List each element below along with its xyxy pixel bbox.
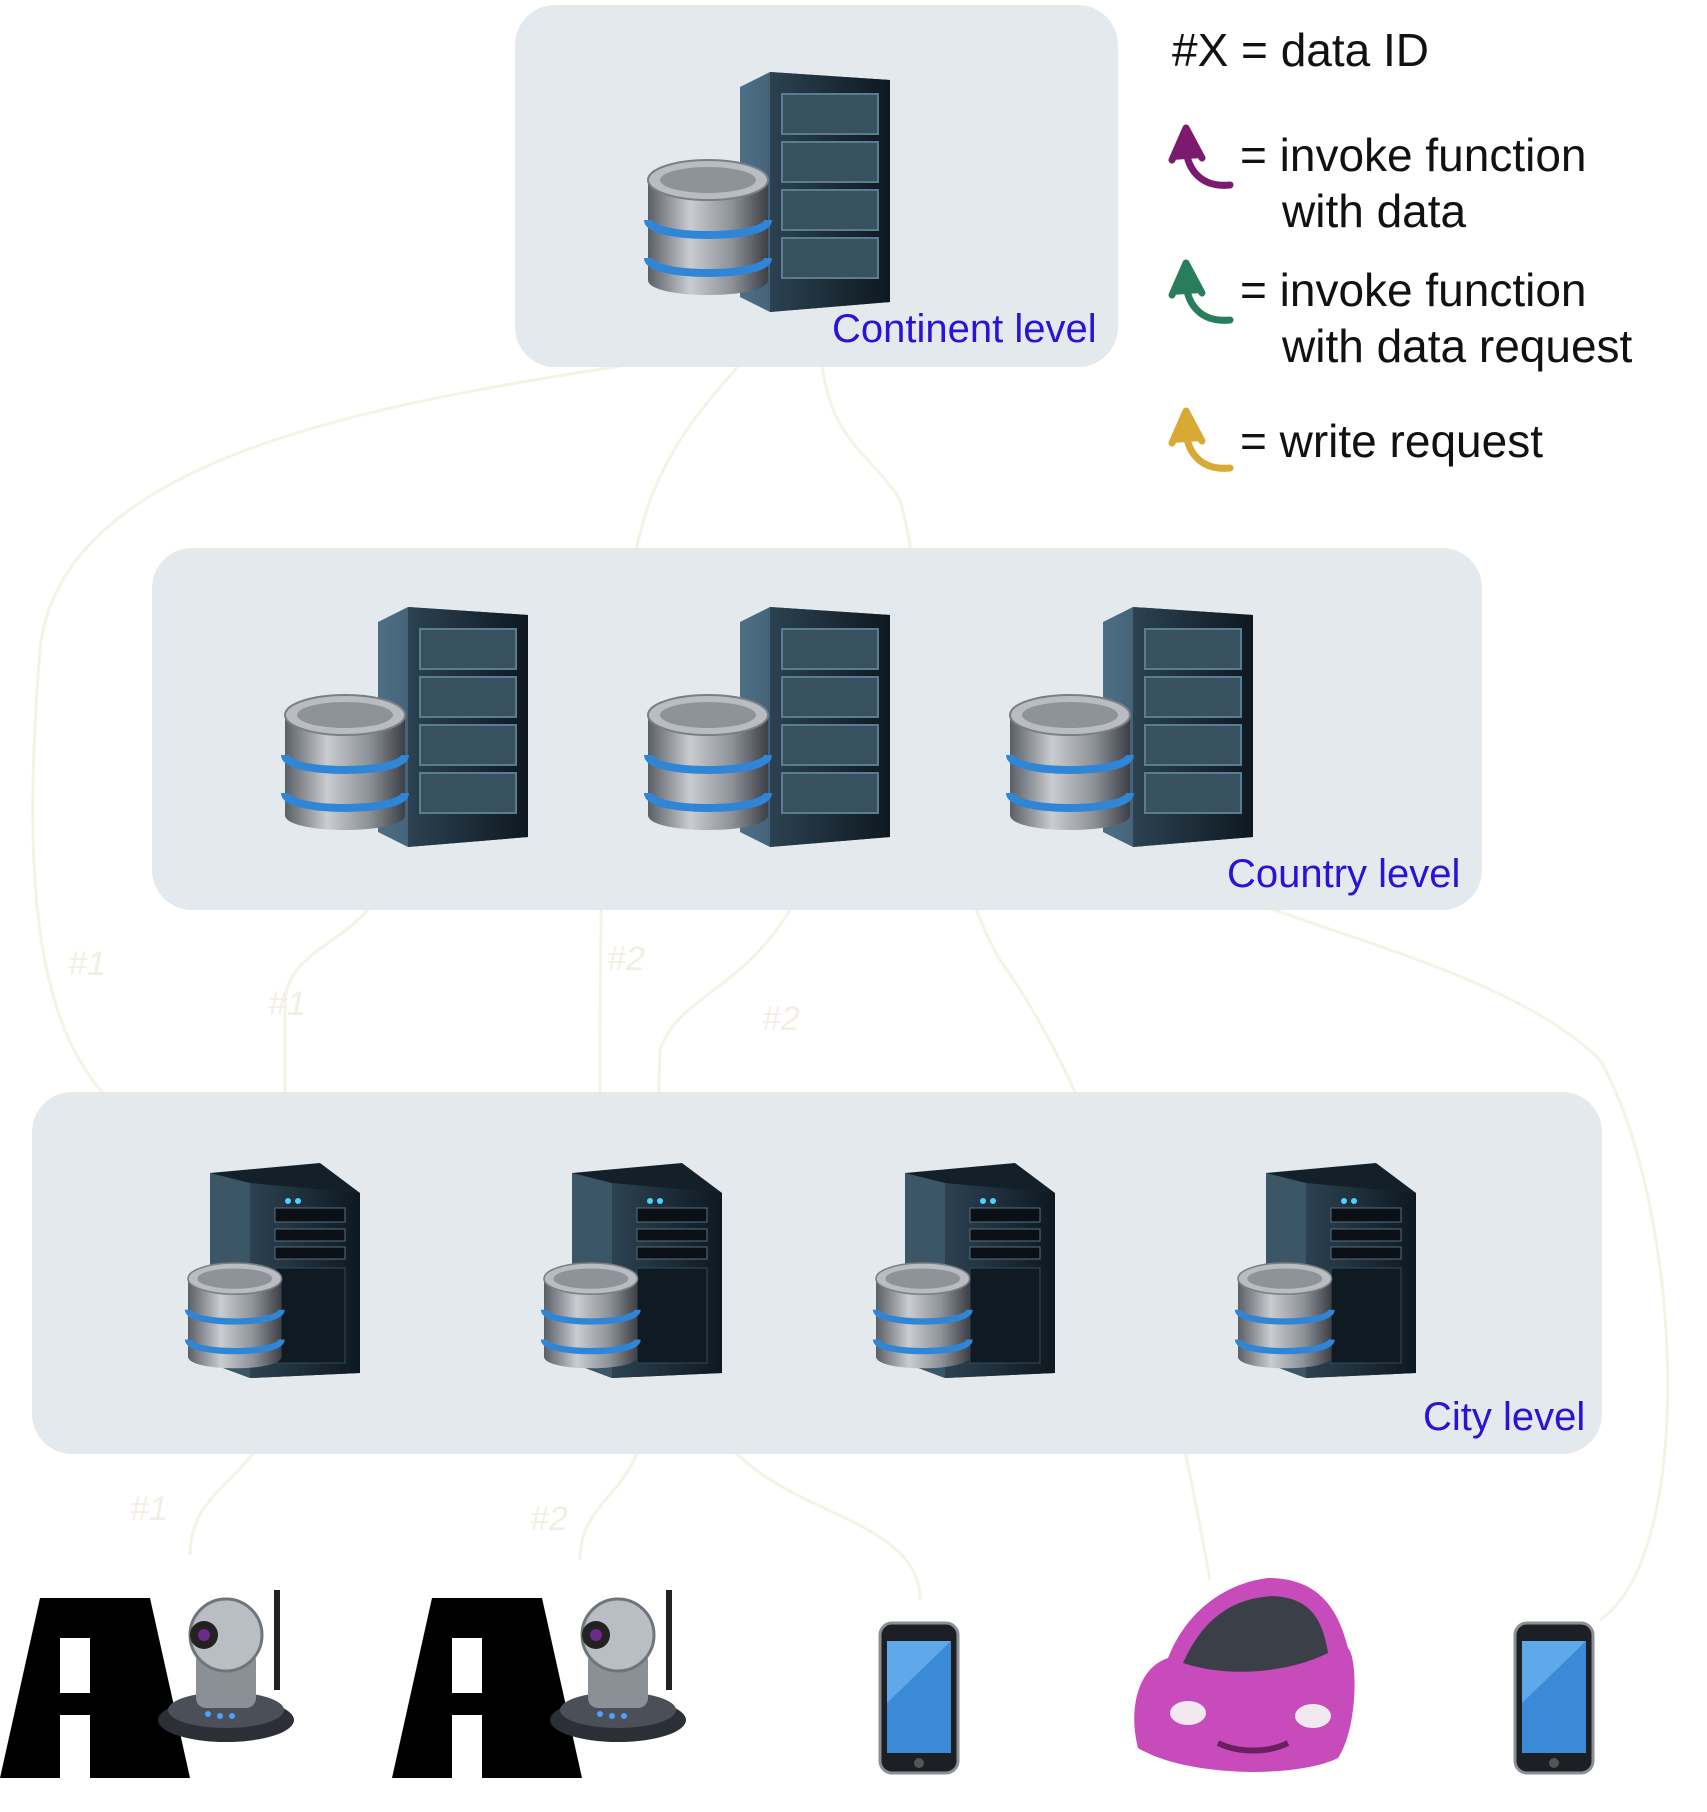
invoke-with-request-arrow-icon: [1168, 259, 1234, 324]
camera-icon[interactable]: [156, 1588, 296, 1744]
invoke-with-data-arrow-icon: [1168, 124, 1234, 189]
flow-label: #2: [530, 1500, 568, 1538]
city-server-3[interactable]: [876, 1162, 1056, 1379]
smartphone-icon[interactable]: [878, 1621, 960, 1775]
continent-server[interactable]: [648, 71, 891, 313]
city-level-label: City level: [1423, 1395, 1586, 1439]
flow-path: [31, 358, 661, 1112]
legend-invoke-with-data-line1: = invoke function: [1240, 129, 1587, 181]
flow-label: #1: [268, 985, 306, 1023]
flow-path: [1189, 868, 1670, 1622]
country-server-2[interactable]: [648, 606, 891, 848]
smartphone-icon[interactable]: [1513, 1621, 1595, 1775]
city-server-1[interactable]: [188, 1162, 361, 1379]
car-icon[interactable]: [1134, 1578, 1354, 1772]
city-server-2[interactable]: [544, 1162, 723, 1379]
country-server-3[interactable]: [1010, 606, 1254, 848]
legend-invoke-with-request-line1: = invoke function: [1240, 264, 1587, 316]
legend-data-id: #X = data ID: [1172, 24, 1429, 76]
flow-label: #2: [607, 940, 645, 978]
road-icon: [0, 1598, 190, 1778]
legend-invoke-with-request-line2: with data request: [1282, 320, 1633, 372]
legend-write-request: = write request: [1240, 415, 1543, 467]
flow-label: #1: [130, 1490, 168, 1528]
flow-label: #1: [68, 945, 106, 983]
write-request-arrow-icon: [1168, 407, 1234, 472]
country-level-label: Country level: [1227, 852, 1461, 896]
continent-level-label: Continent level: [832, 307, 1097, 351]
road-icon: [392, 1598, 582, 1778]
legend-invoke-with-data-line2: with data: [1282, 185, 1467, 237]
camera-icon[interactable]: [548, 1588, 688, 1744]
flow-label: #2: [762, 1000, 800, 1038]
country-server-1[interactable]: [285, 606, 529, 848]
city-server-4[interactable]: [1238, 1162, 1417, 1379]
